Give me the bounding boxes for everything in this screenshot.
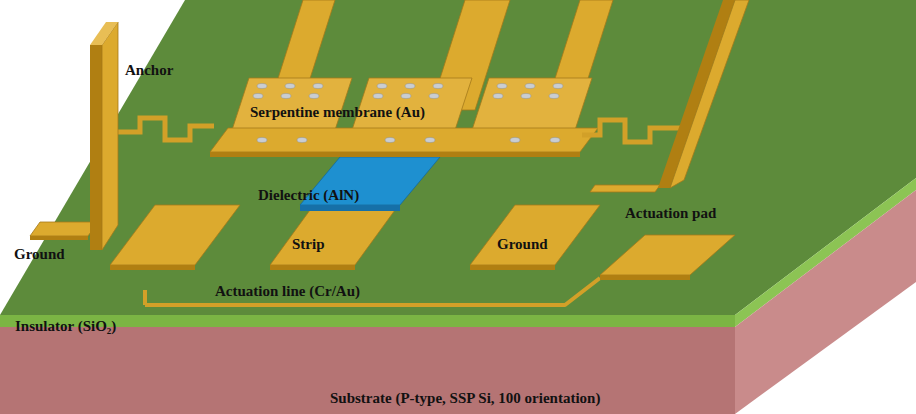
part-label: Ground xyxy=(14,246,65,263)
ground-line xyxy=(470,205,600,265)
actuation-pad xyxy=(600,235,735,275)
part-label: Insulator (SiO₂) xyxy=(15,318,116,335)
part-label: Actuation pad xyxy=(625,205,716,222)
release-hole xyxy=(525,84,535,89)
release-hole xyxy=(297,138,307,143)
release-hole xyxy=(385,138,395,143)
insulator-top xyxy=(0,0,916,315)
release-hole xyxy=(510,138,520,143)
part-label: Actuation line (Cr/Au) xyxy=(215,283,360,300)
actuation-line xyxy=(143,290,147,305)
release-hole xyxy=(497,84,507,89)
release-hole xyxy=(429,94,439,99)
release-hole xyxy=(313,84,323,89)
membrane-edge xyxy=(210,152,580,157)
release-hole xyxy=(253,94,263,99)
ground-tab xyxy=(590,185,660,192)
ground-line-edge xyxy=(470,265,555,270)
anchor-post xyxy=(90,22,118,45)
part-label: Ground xyxy=(497,236,548,253)
release-hole xyxy=(309,94,319,99)
release-hole xyxy=(373,94,383,99)
anchor-post xyxy=(90,45,102,250)
serpentine-tether xyxy=(118,118,214,140)
part-label: Serpentine membrane (Au) xyxy=(250,104,425,121)
release-hole xyxy=(550,138,560,143)
actuation-line xyxy=(145,278,600,305)
part-label: Anchor xyxy=(125,62,173,79)
ground-line-edge xyxy=(110,265,195,270)
release-hole xyxy=(401,94,411,99)
release-hole xyxy=(405,84,415,89)
ground-pad xyxy=(30,222,98,236)
substrate-front xyxy=(0,327,735,414)
actuation-pad-edge xyxy=(600,275,690,280)
release-hole xyxy=(549,94,559,99)
release-hole xyxy=(257,84,267,89)
dielectric-edge xyxy=(300,205,400,211)
release-hole xyxy=(377,84,387,89)
part-label: Strip xyxy=(292,236,325,253)
ground-line xyxy=(110,205,240,265)
membrane-plate xyxy=(472,78,592,130)
release-hole xyxy=(257,138,267,143)
anchor-post xyxy=(658,0,735,188)
substrate-side xyxy=(735,190,916,414)
release-hole xyxy=(553,84,563,89)
release-hole xyxy=(493,94,503,99)
part-label: Dielectric (AlN) xyxy=(258,187,359,204)
signal-strip-edge xyxy=(270,265,355,270)
part-label: Substrate (P-type, SSP Si, 100 orientati… xyxy=(330,390,600,407)
ground-pad-edge xyxy=(30,236,88,240)
release-hole xyxy=(433,84,443,89)
release-hole xyxy=(285,84,295,89)
signal-strip xyxy=(270,210,395,265)
anchor-post xyxy=(670,0,749,188)
anchor-post xyxy=(102,22,118,250)
release-hole xyxy=(281,94,291,99)
membrane-bar xyxy=(210,128,598,152)
release-hole xyxy=(521,94,531,99)
release-hole xyxy=(425,138,435,143)
serpentine-tether xyxy=(582,120,682,142)
